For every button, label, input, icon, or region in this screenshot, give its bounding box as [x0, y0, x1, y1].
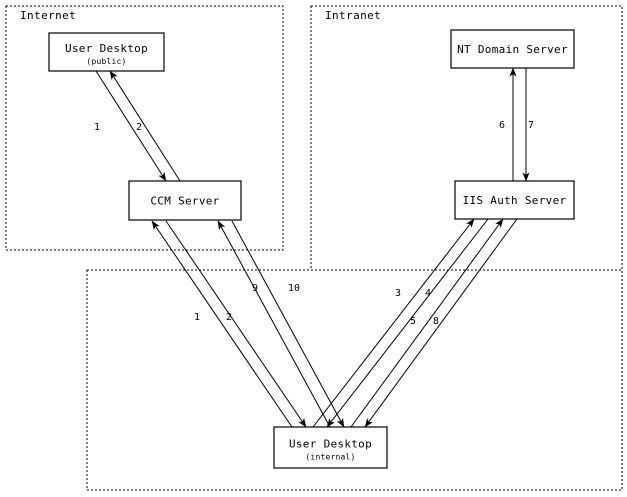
server-nodes: User Desktop (public) CCM Server NT Domain … — [48, 29, 575, 469]
zone-label-internet: Internet — [20, 9, 76, 22]
edge-label-e7: 7 — [528, 120, 534, 131]
edge-label-e3: 3 — [395, 288, 401, 299]
node-user-desktop-public[interactable]: User Desktop (public) — [48, 32, 165, 72]
edge-label-e5: 5 — [410, 316, 416, 327]
edge-label-e4: 4 — [425, 288, 431, 299]
edge-label-e2b: 2 — [226, 312, 232, 323]
connection-labels: 1 2 6 7 1 2 9 10 3 4 5 8 — [94, 120, 534, 327]
node-box-user-desktop-internal[interactable] — [273, 426, 388, 469]
zone-boundary-internal-lan — [86, 269, 623, 491]
node-nt-domain-server[interactable]: NT Domain Server — [450, 29, 575, 69]
node-ccm-server[interactable]: CCM Server — [128, 180, 242, 221]
node-user-desktop-internal[interactable]: User Desktop (internal) — [273, 426, 388, 469]
zone-internet: Internet — [5, 5, 284, 251]
zone-boundary-internet — [5, 5, 284, 251]
edge-label-e1b: 1 — [194, 312, 200, 323]
edge-label-e10: 10 — [288, 283, 300, 294]
edge-label-e9: 9 — [252, 283, 258, 294]
node-box-nt-domain-server[interactable] — [450, 29, 575, 69]
edge-label-e2: 2 — [136, 122, 142, 133]
edge-arrow-e1b — [151, 220, 293, 428]
edge-arrow-e4 — [326, 218, 489, 428]
node-label-iis-auth-server: IIS Auth Server — [463, 194, 567, 207]
zone-label-intranet: Intranet — [325, 9, 381, 22]
node-box-iis-auth-server[interactable] — [454, 180, 575, 220]
connection-arrows — [95, 67, 530, 428]
edge-label-e8: 8 — [433, 316, 439, 327]
edge-arrow-e1 — [95, 70, 167, 182]
zone-internal-lan — [86, 269, 623, 491]
node-label-user-desktop-public: User Desktop — [65, 42, 148, 55]
zone-intranet: Intranet — [310, 5, 623, 271]
edge-arrow-e9 — [217, 220, 331, 428]
node-label-ccm-server: CCM Server — [150, 195, 219, 208]
node-sublabel-user-desktop-public: (public) — [86, 57, 126, 66]
node-label-user-desktop-internal: User Desktop — [289, 438, 372, 451]
edge-label-e6: 6 — [499, 120, 505, 131]
zone-boundary-intranet — [310, 5, 623, 271]
edge-arrow-e5 — [350, 218, 504, 428]
edge-arrow-e2b — [165, 220, 307, 428]
edge-arrow-e3 — [312, 218, 475, 428]
zone-boundaries: Internet Intranet — [5, 5, 623, 491]
node-sublabel-user-desktop-internal: (internal) — [305, 453, 355, 462]
node-box-user-desktop-public[interactable] — [48, 32, 165, 72]
node-box-ccm-server[interactable] — [128, 180, 242, 221]
edge-arrow-e10 — [231, 220, 345, 428]
edge-arrow-e8 — [364, 218, 518, 428]
node-iis-auth-server[interactable]: IIS Auth Server — [454, 180, 575, 220]
edge-label-e1: 1 — [94, 122, 100, 133]
edge-arrow-e2 — [109, 70, 181, 182]
node-label-nt-domain-server: NT Domain Server — [457, 43, 568, 56]
